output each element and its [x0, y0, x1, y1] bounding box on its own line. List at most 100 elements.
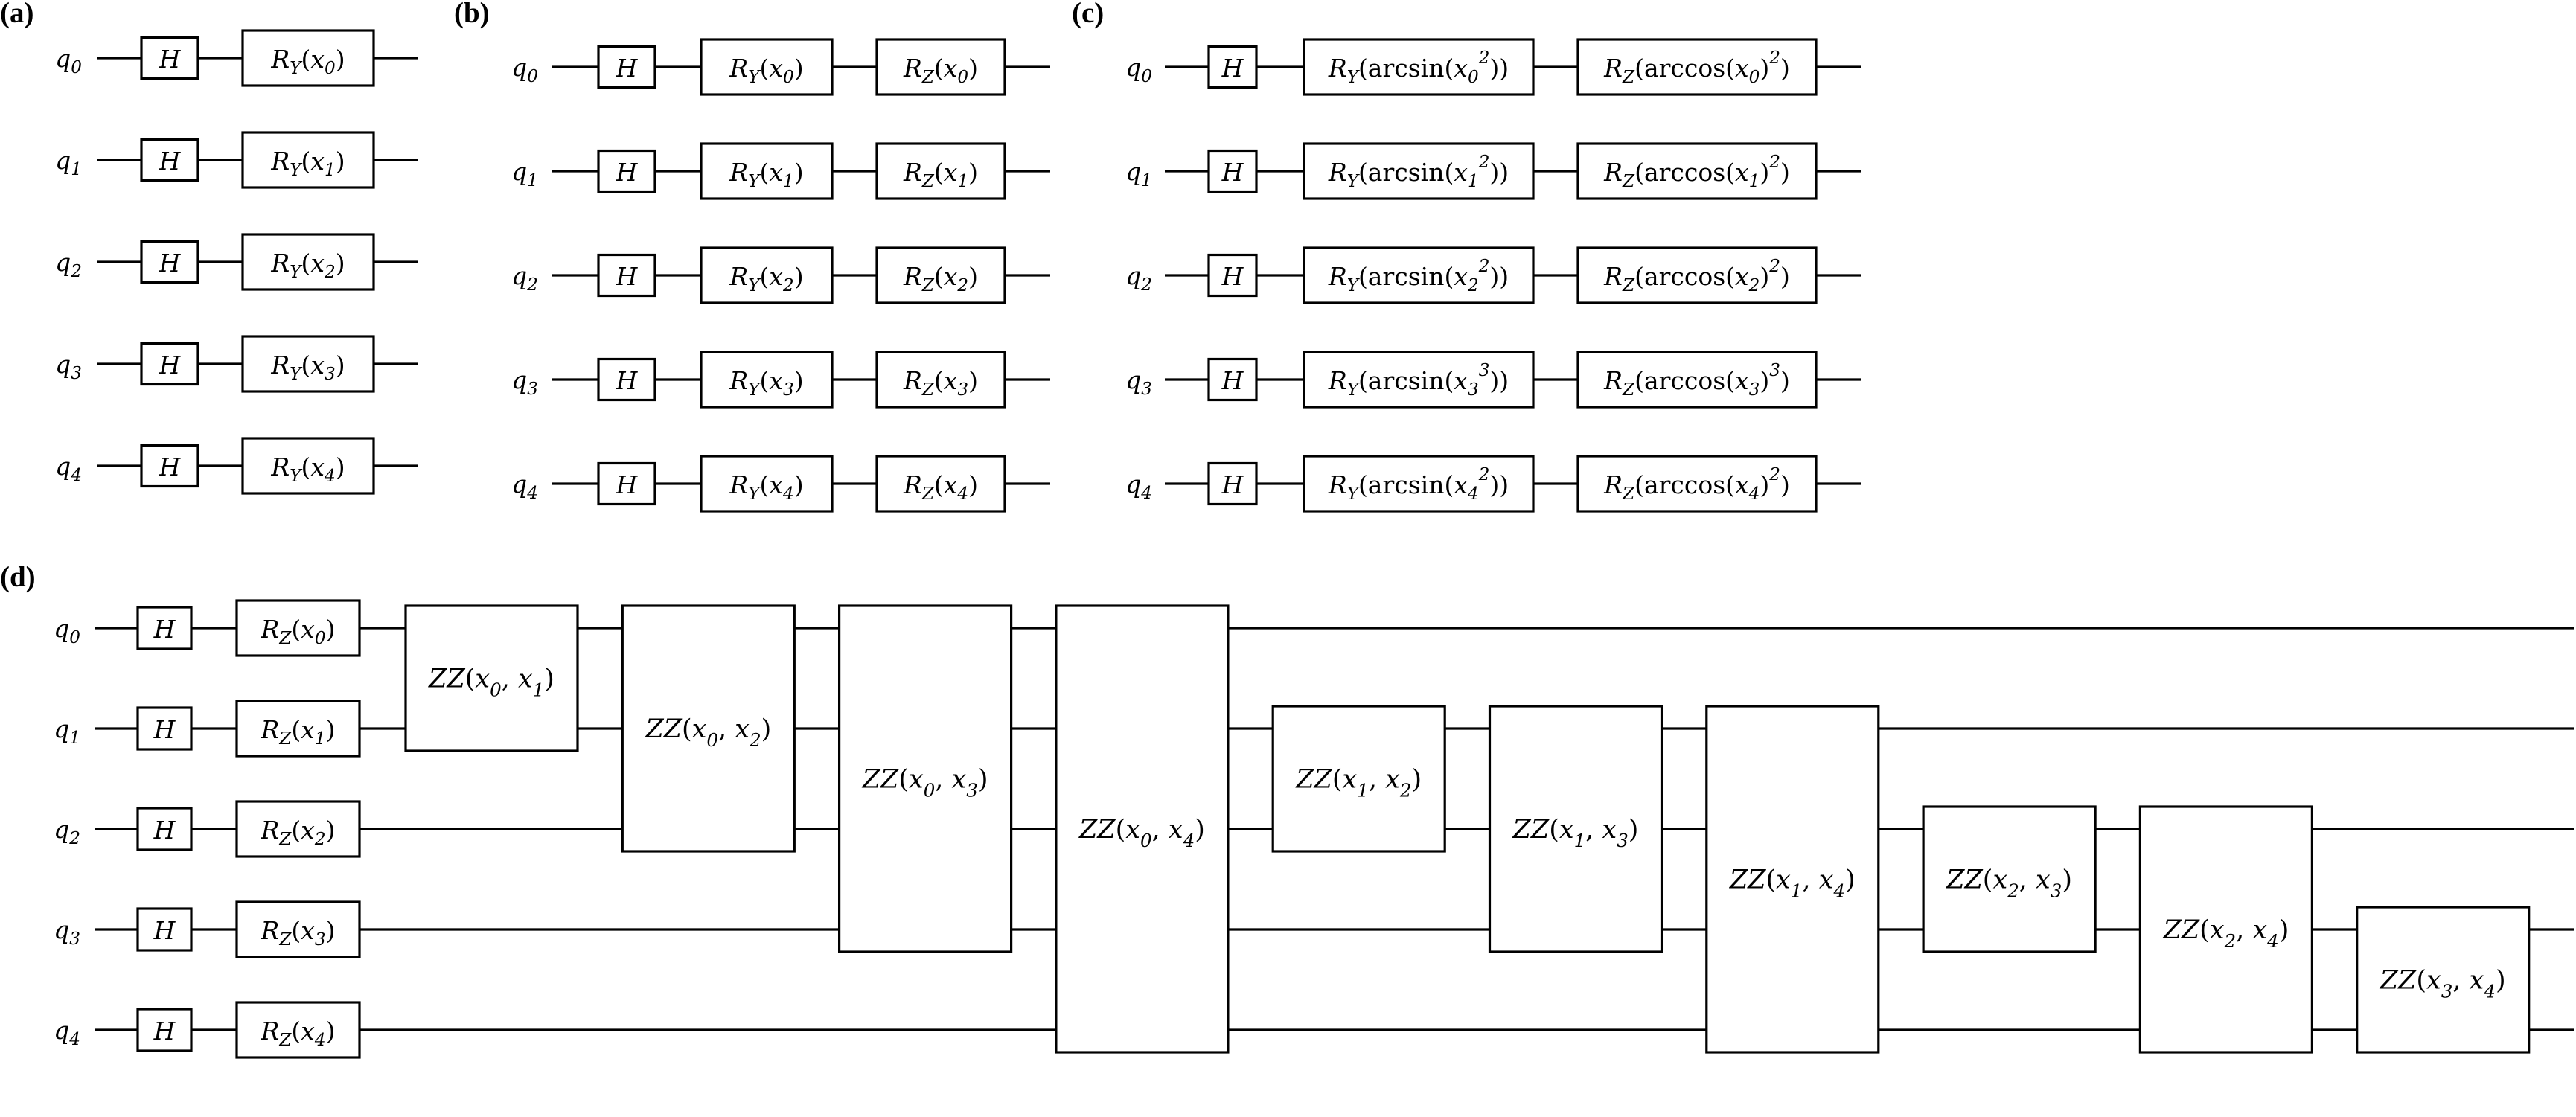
hadamard-gate: H	[136, 606, 193, 650]
panel-d: (d) q0q1q2q3q4HHHHHRZ(x0)RZ(x1)RZ(x2)RZ(…	[0, 561, 2574, 1059]
hadamard-gate-label: H	[159, 452, 182, 481]
gate-rz-arccos-x4-2-label: RZ(arccos(x4)2)	[1603, 465, 1790, 504]
hadamard-gate-box	[1207, 45, 1258, 89]
hadamard-gate-box	[136, 807, 193, 851]
hadamard-gate-box	[140, 138, 199, 182]
gate-zz-x0-x3: ZZ(x0, x3)	[837, 604, 1013, 953]
hadamard-gate-box	[597, 45, 656, 89]
gate-rz-x0-box	[235, 599, 361, 657]
gate-ry-arcsin-x1-2: RY(arcsin(x12))	[1303, 142, 1535, 200]
hadamard-gate-label: H	[159, 147, 182, 176]
gate-rz-x1-label: RZ(x1)	[903, 158, 978, 192]
gate-rz-arccos-x1-2-label: RZ(arccos(x1)2)	[1603, 153, 1790, 191]
hadamard-gate-label: H	[159, 249, 182, 278]
hadamard-gate-box	[140, 36, 199, 80]
gate-rz-x2-label: RZ(x2)	[903, 262, 978, 296]
gate-ry-x4-box	[700, 455, 834, 513]
gate-ry-arcsin-x4-2-label: RY(arcsin(x42))	[1328, 465, 1509, 504]
gate-zz-x2-x3-label: ZZ(x2, x3)	[1946, 865, 2072, 902]
gate-zz-x0-x2: ZZ(x0, x2)	[621, 604, 796, 853]
gate-rz-x2-label: RZ(x2)	[261, 816, 336, 850]
gate-zz-x2-x4-label: ZZ(x2, x4)	[2162, 915, 2289, 952]
qubit-label-q3: q3	[1125, 365, 1152, 400]
gate-rz-x0-label: RZ(x0)	[261, 615, 336, 649]
qubit-row-q2: q2 H RY(x2) RZ(x2)	[511, 246, 1050, 304]
gate-ry-x0: RY(x0)	[700, 38, 834, 96]
hadamard-gate: H	[140, 36, 199, 80]
qubit-row-q1: q1 H RY(arcsin(x12)) RZ(arccos(x1)2)	[1125, 142, 1861, 200]
gate-rz-x1: RZ(x1)	[875, 142, 1006, 200]
gate-ry-arcsin-x1-2-label: RY(arcsin(x12))	[1328, 153, 1509, 191]
gate-rz-x2: RZ(x2)	[875, 246, 1006, 304]
hadamard-gate: H	[597, 253, 656, 298]
gate-ry-x2-box	[241, 233, 375, 291]
panel-label-a: (a)	[0, 0, 33, 29]
hadamard-gate-label: H	[153, 916, 176, 945]
hadamard-gate-label: H	[616, 262, 639, 291]
gate-ry-x2: RY(x2)	[700, 246, 834, 304]
gate-ry-x4-label: RY(x4)	[729, 470, 803, 505]
qubit-label-q0: q0	[511, 53, 538, 87]
hadamard-gate: H	[1207, 461, 1258, 506]
hadamard-gate-label: H	[616, 158, 639, 187]
gate-zz-x0-x4-box	[1055, 604, 1230, 1054]
hadamard-gate-label: H	[159, 351, 182, 380]
hadamard-gate: H	[136, 706, 193, 751]
gate-ry-x1-label: RY(x1)	[270, 147, 345, 181]
gate-rz-arccos-x3-3-box	[1576, 351, 1818, 409]
qubit-label-q2: q2	[55, 248, 82, 282]
gate-zz-x1-x3: ZZ(x1, x3)	[1488, 705, 1663, 953]
hadamard-gate: H	[1207, 357, 1258, 402]
hadamard-gate-box	[136, 606, 193, 650]
qubit-label-q2: q2	[511, 261, 538, 295]
hadamard-gate: H	[597, 45, 656, 89]
hadamard-gate: H	[140, 444, 199, 488]
hadamard-gate-label: H	[1221, 158, 1244, 187]
hadamard-gate: H	[136, 907, 193, 952]
qubit-label-q1: q1	[1125, 157, 1152, 191]
qubit-row-q4: q4 H RY(x4)	[55, 437, 418, 495]
gate-rz-arccos-x1-2-box	[1576, 142, 1818, 200]
hadamard-gate: H	[140, 138, 199, 182]
hadamard-gate: H	[597, 149, 656, 193]
hadamard-gate: H	[140, 240, 199, 284]
gate-zz-x1-x3-box	[1488, 705, 1663, 953]
qubit-label-q3: q3	[55, 350, 82, 384]
gate-ry-x0: RY(x0)	[241, 29, 375, 87]
gate-rz-x0: RZ(x0)	[875, 38, 1006, 96]
gate-ry-x3: RY(x3)	[241, 335, 375, 393]
hadamard-gate-label: H	[616, 366, 639, 395]
gate-zz-x2-x3: ZZ(x2, x3)	[1922, 805, 2097, 953]
hadamard-gate-box	[1207, 253, 1258, 298]
gate-ry-x4-label: RY(x4)	[270, 452, 345, 487]
hadamard-gate-label: H	[153, 615, 176, 644]
gate-ry-x3-box	[700, 351, 834, 409]
gate-zz-x0-x4-label: ZZ(x0, x4)	[1078, 815, 1205, 851]
gate-ry-arcsin-x0-2-box	[1303, 38, 1535, 96]
gate-ry-x1-box	[700, 142, 834, 200]
gate-ry-x3-box	[241, 335, 375, 393]
gate-zz-x1-x2-box	[1271, 705, 1446, 853]
hadamard-gate: H	[597, 357, 656, 402]
gate-zz-x3-x4: ZZ(x3, x4)	[2356, 906, 2531, 1054]
gate-rz-x4-box	[235, 1001, 361, 1059]
gate-rz-arccos-x2-2-label: RZ(arccos(x2)2)	[1603, 257, 1790, 295]
gate-ry-arcsin-x3-3: RY(arcsin(x33))	[1303, 351, 1535, 409]
hadamard-gate: H	[140, 342, 199, 386]
gate-rz-x1: RZ(x1)	[235, 700, 361, 758]
qubit-label-q4: q4	[55, 452, 82, 486]
gate-ry-arcsin-x3-3-label: RY(arcsin(x33))	[1328, 361, 1509, 400]
hadamard-gate-box	[597, 149, 656, 193]
gate-rz-arccos-x0-2-box	[1576, 38, 1818, 96]
gate-rz-arccos-x2-2-box	[1576, 246, 1818, 304]
gate-zz-x1-x4-box	[1705, 705, 1880, 1054]
gate-rz-x2: RZ(x2)	[235, 800, 361, 858]
gate-zz-x0-x3-box	[837, 604, 1013, 953]
